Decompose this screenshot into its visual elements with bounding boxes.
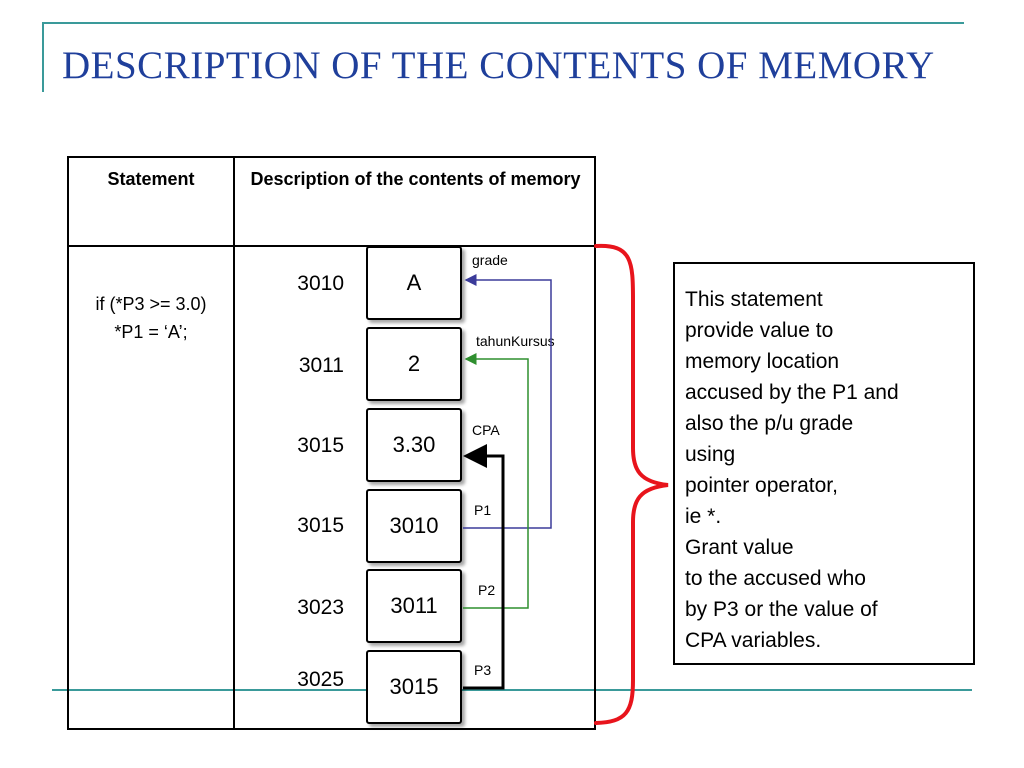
memory-cell-p3: 3015 bbox=[366, 650, 462, 724]
memory-cell-tahunkursus: 2 bbox=[366, 327, 462, 401]
label-tahunkursus: tahunKursus bbox=[476, 333, 555, 349]
label-cpa: CPA bbox=[472, 422, 500, 438]
statement-code: if (*P3 >= 3.0) *P1 = ‘A’; bbox=[69, 290, 233, 346]
memory-cell-p1: 3010 bbox=[366, 489, 462, 563]
memory-cell-p2: 3011 bbox=[366, 569, 462, 643]
memory-cell-cpa: 3.30 bbox=[366, 408, 462, 482]
frame-left-line bbox=[42, 22, 44, 92]
label-p2: P2 bbox=[478, 582, 496, 598]
memory-table bbox=[67, 156, 596, 730]
note-line-5: also the p/u grade bbox=[685, 412, 854, 435]
label-grade: grade bbox=[472, 252, 508, 268]
frame-bottom-line bbox=[52, 689, 972, 691]
table-column-divider bbox=[233, 156, 235, 730]
address-p3: 3025 bbox=[297, 668, 344, 691]
note-line-6: using bbox=[685, 443, 736, 466]
arrow-p1-to-grade bbox=[463, 274, 552, 529]
note-line-1: This statement bbox=[685, 288, 823, 311]
note-line-8: ie *. bbox=[685, 505, 722, 528]
address-tahunkursus: 3011 bbox=[298, 354, 344, 377]
table-header-divider bbox=[67, 245, 596, 247]
explanation-note: This statement provide value to memory l… bbox=[673, 262, 975, 665]
note-line-11: by P3 or the value of bbox=[685, 598, 878, 621]
header-description: Description of the contents of memory bbox=[250, 169, 581, 189]
arrow-p3-to-cpa bbox=[463, 444, 505, 690]
arrow-p2-to-tahunkursus bbox=[463, 353, 529, 609]
label-p3: P3 bbox=[474, 662, 492, 678]
memory-cell-grade: A bbox=[366, 246, 462, 320]
address-p2: 3023 bbox=[297, 596, 344, 619]
header-statement: Statement bbox=[107, 169, 195, 189]
frame-top-line bbox=[42, 22, 964, 24]
statement-line-2: *P1 = ‘A’; bbox=[114, 322, 188, 342]
note-line-4: accused by the P1 and bbox=[685, 381, 899, 404]
slide-title: DESCRIPTION OF THE CONTENTS OF MEMORY bbox=[62, 44, 935, 87]
note-line-3: memory location bbox=[685, 350, 840, 373]
address-cpa: 3015 bbox=[297, 434, 344, 457]
statement-line-1: if (*P3 >= 3.0) bbox=[95, 294, 207, 314]
note-line-10: to the accused who bbox=[685, 567, 866, 590]
label-p1: P1 bbox=[474, 502, 492, 518]
address-p1: 3015 bbox=[297, 514, 344, 537]
address-grade: 3010 bbox=[297, 272, 344, 295]
red-brace bbox=[594, 243, 669, 725]
note-line-2: provide value to bbox=[685, 319, 834, 342]
note-line-7: pointer operator, bbox=[685, 474, 838, 497]
note-line-12: CPA variables. bbox=[685, 629, 822, 652]
note-line-9: Grant value bbox=[685, 536, 794, 559]
